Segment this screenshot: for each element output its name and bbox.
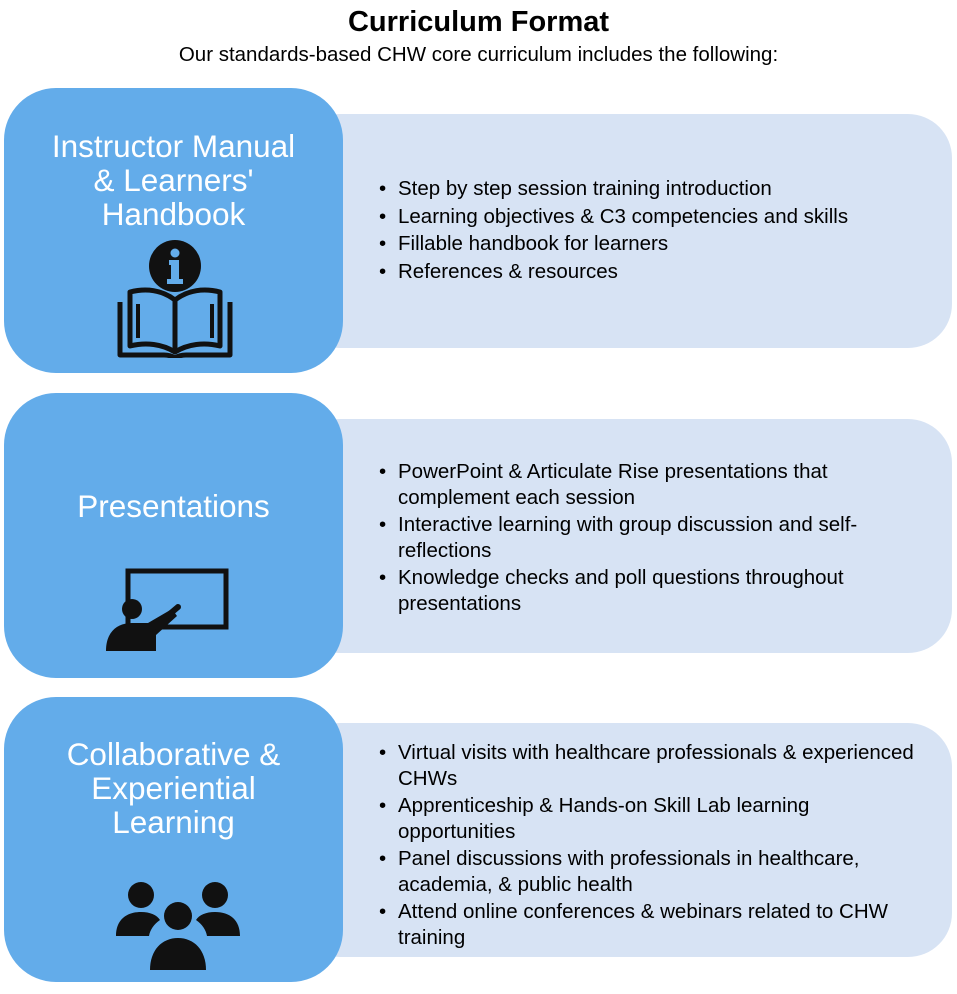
tile-title-line: Handbook bbox=[101, 196, 246, 232]
bullet-list: Step by step session training introducti… bbox=[378, 176, 928, 286]
tile-title-line: Presentations bbox=[77, 488, 270, 524]
tile-title-line: & Learners' bbox=[93, 162, 254, 198]
bullet-item: Knowledge checks and poll questions thro… bbox=[378, 565, 928, 616]
category-tile: Instructor Manual & Learners' Handbook bbox=[4, 88, 343, 373]
bullet-item: References & resources bbox=[378, 259, 928, 285]
presenter-board-icon bbox=[106, 568, 229, 651]
tile-title-line: Experiential bbox=[91, 770, 256, 806]
bullet-item: Panel discussions with professionals in … bbox=[378, 846, 928, 897]
category-tile: Presentations bbox=[4, 393, 343, 678]
bullet-item: Attend online conferences & webinars rel… bbox=[378, 899, 928, 950]
tile-title: Presentations bbox=[4, 489, 343, 523]
bullet-item: Fillable handbook for learners bbox=[378, 231, 928, 257]
tile-title-line: Instructor Manual bbox=[51, 128, 296, 164]
tile-title-line: Collaborative & bbox=[66, 736, 281, 772]
open-book-info-icon bbox=[117, 240, 233, 358]
tile-title-line: Learning bbox=[112, 804, 235, 840]
category-tile: Collaborative & Experiential Learning bbox=[4, 697, 343, 982]
bullet-item: Interactive learning with group discussi… bbox=[378, 512, 928, 563]
tile-title: Collaborative & Experiential Learning bbox=[4, 737, 343, 839]
bullet-list: Virtual visits with healthcare professio… bbox=[378, 740, 928, 952]
bullet-item: Step by step session training introducti… bbox=[378, 176, 928, 202]
bullet-list: PowerPoint & Articulate Rise presentatio… bbox=[378, 459, 928, 618]
group-people-icon bbox=[116, 882, 240, 970]
page-subtitle: Our standards-based CHW core curriculum … bbox=[178, 43, 779, 66]
bullet-item: PowerPoint & Articulate Rise presentatio… bbox=[378, 459, 928, 510]
bullet-item: Virtual visits with healthcare professio… bbox=[378, 740, 928, 791]
bullet-item: Apprenticeship & Hands-on Skill Lab lear… bbox=[378, 793, 928, 844]
tile-title: Instructor Manual & Learners' Handbook bbox=[4, 129, 343, 231]
page-title: Curriculum Format bbox=[347, 6, 610, 38]
bullet-item: Learning objectives & C3 competencies an… bbox=[378, 204, 928, 230]
